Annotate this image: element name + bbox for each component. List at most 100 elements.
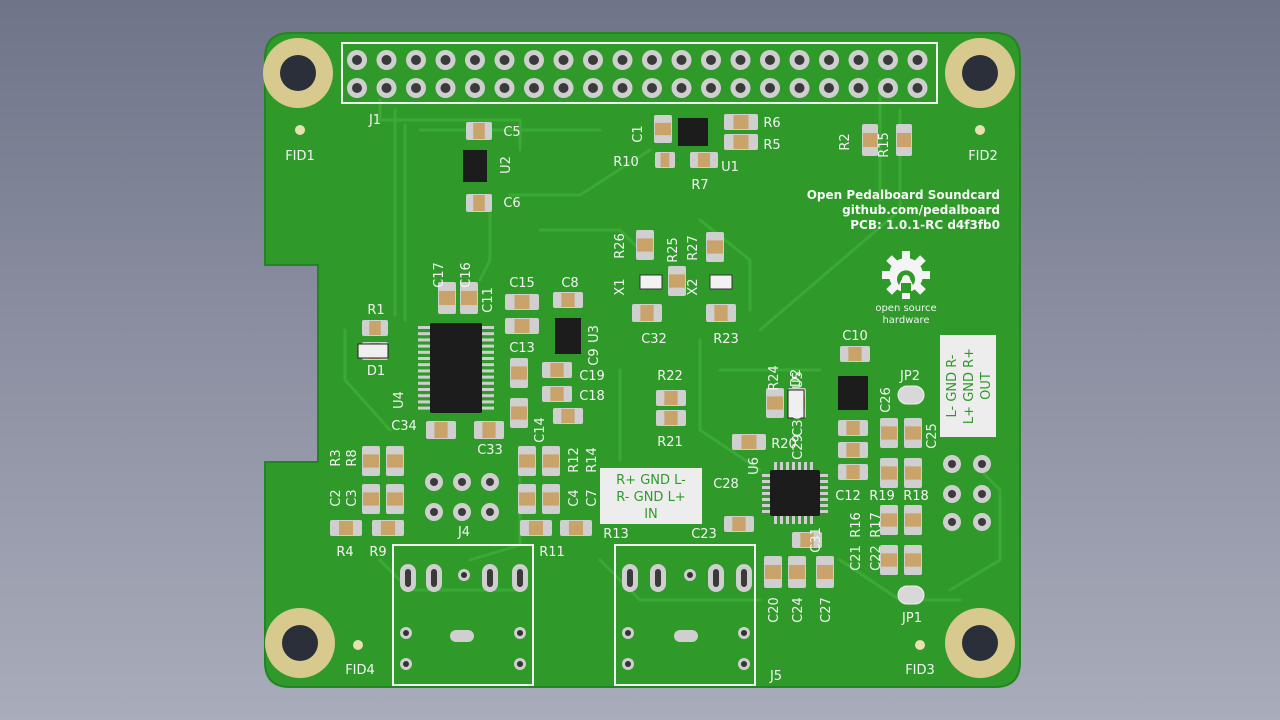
- ic-pin: [482, 375, 494, 379]
- refdes-c12: C12: [835, 489, 861, 504]
- ic-pin: [482, 332, 494, 336]
- refdes-r25: R25: [666, 237, 681, 263]
- jack-slot: [627, 569, 633, 587]
- jack-slot: [405, 569, 411, 587]
- ic-pin: [786, 462, 789, 470]
- refdes-c1: C1: [631, 125, 646, 142]
- fiducial-marks: [295, 125, 985, 650]
- refdes-c7: C7: [585, 489, 600, 506]
- ic-pin: [820, 498, 828, 501]
- refdes-jp1: JP1: [901, 611, 922, 626]
- refdes-r20: R20: [771, 437, 797, 452]
- header-pin: [794, 83, 805, 93]
- ic-pin: [482, 369, 494, 373]
- passive-body: [568, 521, 584, 535]
- header-pin: [735, 55, 746, 65]
- refdes-c8: C8: [561, 276, 578, 291]
- ic-u1: [678, 118, 708, 146]
- refdes-j4: J4: [457, 525, 470, 540]
- refdes-r9: R9: [369, 545, 386, 560]
- header-pin: [588, 83, 598, 93]
- refdes-u1: U1: [721, 160, 739, 175]
- output-row-2: L+ GND R+: [962, 348, 977, 424]
- header-pin: [853, 83, 864, 93]
- terminal-pins: [425, 455, 991, 531]
- ic-pin: [482, 388, 494, 391]
- gpio-header-j1: [341, 42, 938, 104]
- ic-pin: [418, 381, 430, 385]
- ic-pin: [810, 462, 813, 470]
- header-pin: [706, 83, 716, 93]
- header-pin: [499, 83, 510, 93]
- ic-pin: [786, 516, 789, 524]
- output-row-1: L- GND R-: [945, 354, 960, 417]
- refdes-r27: R27: [686, 235, 701, 261]
- refdes-c5: C5: [503, 125, 520, 140]
- passive-body: [897, 132, 911, 148]
- ic-pin: [820, 486, 828, 489]
- passive-body: [473, 123, 485, 139]
- ic-pin: [482, 338, 494, 342]
- jack-hole: [625, 661, 631, 667]
- ic-pin: [418, 369, 430, 373]
- refdes-c20: C20: [767, 597, 782, 623]
- ic-pin: [482, 350, 494, 354]
- out-pin: [948, 518, 956, 526]
- refdes-r18: R18: [903, 489, 929, 504]
- ic-pin: [810, 516, 813, 524]
- ic-pin: [804, 516, 807, 524]
- refdes-r7: R7: [691, 178, 708, 193]
- header-pin: [558, 83, 569, 93]
- refdes-c31: C31: [809, 527, 824, 553]
- jack-hole: [741, 630, 747, 636]
- refdes-c30: C30: [791, 411, 806, 437]
- passive-body: [434, 422, 448, 438]
- j4-pin: [458, 508, 466, 516]
- ic-pin: [762, 498, 770, 501]
- ic-pin: [820, 492, 828, 495]
- refdes-c24: C24: [791, 597, 806, 623]
- output-label-box: L- GND R- L+ GND R+ OUT: [940, 335, 996, 437]
- passive-body: [543, 454, 559, 468]
- refdes-u3: U3: [587, 325, 602, 343]
- j4-pin: [486, 478, 494, 486]
- refdes-c15: C15: [509, 276, 535, 291]
- passive-body: [846, 465, 860, 479]
- out-pin: [978, 460, 986, 468]
- ic-pin: [482, 394, 494, 398]
- ic-u3: [555, 318, 581, 354]
- ic-pin: [418, 344, 430, 348]
- ic-pin: [418, 388, 430, 391]
- jumper: [897, 585, 925, 605]
- ic-pin: [820, 474, 828, 477]
- refdes-c23: C23: [691, 527, 717, 542]
- refdes-d1: D1: [367, 364, 385, 379]
- header-pin: [735, 83, 746, 93]
- ic-pin: [418, 332, 430, 336]
- header-pin: [617, 83, 628, 93]
- refdes-c4: C4: [567, 489, 582, 506]
- out-pin: [978, 490, 986, 498]
- oshw-label-1: open source: [875, 303, 936, 314]
- ic-pin: [482, 357, 494, 360]
- jack-hole: [461, 572, 467, 578]
- j4-pin: [430, 478, 438, 486]
- refdes-c33: C33: [477, 443, 503, 458]
- refdes-u2: U2: [499, 156, 514, 174]
- refdes-c32: C32: [641, 332, 667, 347]
- passive-body: [767, 396, 783, 410]
- j4-pin: [458, 478, 466, 486]
- passive-body: [561, 293, 575, 307]
- refdes-r17: R17: [869, 512, 884, 538]
- header-pin: [706, 55, 716, 65]
- passive-body: [714, 305, 728, 321]
- ic-pin: [418, 338, 430, 342]
- refdes-r5: R5: [763, 138, 780, 153]
- header-pin: [883, 55, 893, 65]
- passive-body: [905, 553, 921, 567]
- refdes-c16: C16: [459, 262, 474, 288]
- passive-body: [640, 305, 654, 321]
- passive-body: [660, 153, 670, 167]
- passive-body: [800, 533, 814, 547]
